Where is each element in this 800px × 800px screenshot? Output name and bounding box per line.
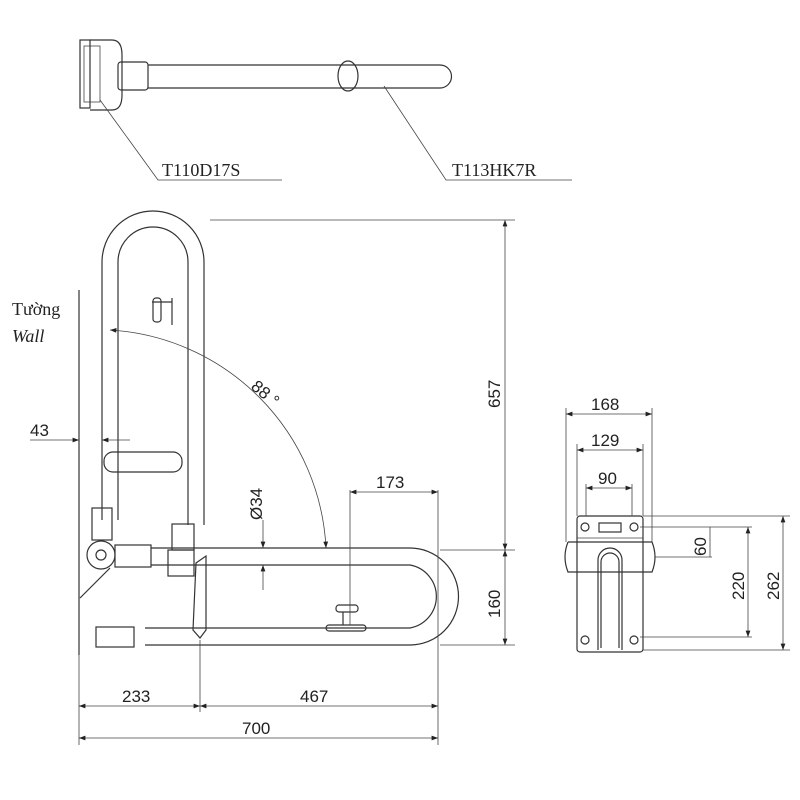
dim-mid-width: 129 [591, 431, 619, 450]
part-label-bar: T113HK7R [452, 160, 536, 180]
part-label-bracket: T110D17S [162, 160, 240, 180]
dim-wall-offset: 43 [30, 421, 49, 440]
dim-lower: 160 [485, 590, 504, 618]
front-view [79, 210, 460, 648]
dim-handle: 173 [376, 473, 404, 492]
dim-height: 657 [485, 380, 504, 408]
dim-hole-height: 220 [729, 572, 748, 600]
wall-label-vi: Tường [12, 299, 60, 319]
dim-left: 233 [122, 687, 150, 706]
dim-outer-width: 168 [591, 395, 619, 414]
dim-plate-height: 262 [764, 572, 783, 600]
side-view [564, 515, 656, 653]
side-dimension-lines [565, 408, 790, 651]
angle-label: 88 ° [247, 377, 283, 411]
dim-right: 467 [300, 687, 328, 706]
dim-offset: 60 [691, 537, 710, 556]
top-view [79, 39, 572, 181]
front-dimension-lines [30, 219, 515, 745]
dim-total: 700 [242, 719, 270, 738]
diameter-label: Ø34 [247, 488, 266, 520]
wall-label-en: Wall [12, 326, 44, 346]
dim-hole-spacing: 90 [598, 469, 617, 488]
